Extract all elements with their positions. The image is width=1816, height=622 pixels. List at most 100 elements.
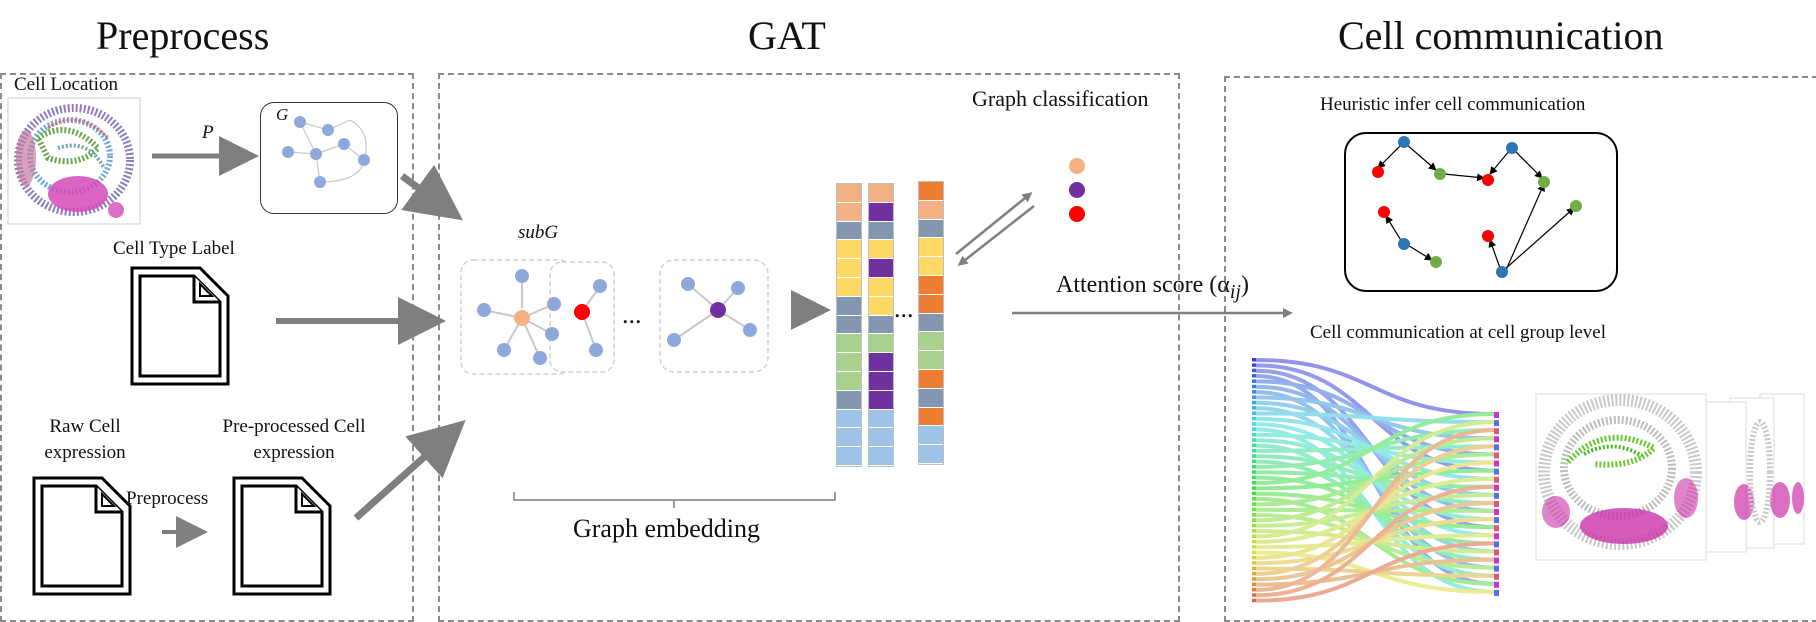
sankey-source-node: [1252, 379, 1256, 383]
embedding-cell: [837, 334, 861, 354]
sankey-target-node: [1494, 444, 1499, 451]
sankey-source-node: [1252, 422, 1256, 426]
embedding-cell: [919, 313, 943, 333]
graph-g-box: [260, 102, 398, 214]
attention-subscript: ij: [1229, 280, 1241, 303]
g-to-gat-arrow: [399, 164, 463, 221]
sankey-target-node: [1494, 484, 1499, 491]
embedding-cell: [837, 184, 861, 203]
embedding-cell: [869, 202, 893, 222]
sankey-source-node: [1252, 454, 1256, 458]
embedding-cell: [919, 257, 943, 276]
sankey-source-node: [1252, 475, 1256, 480]
sankey-source-node: [1252, 416, 1256, 421]
embedding-cell: [869, 428, 893, 448]
heuristic-network-box: [1344, 132, 1618, 292]
embedding-cell: [919, 407, 943, 427]
sankey-source-node: [1252, 358, 1256, 362]
embedding-ellipsis: ...: [894, 294, 914, 323]
sankey-flow: [1255, 541, 1495, 603]
graph-g: [282, 116, 370, 188]
sankey-target-node: [1494, 412, 1499, 418]
sankey-source-node: [1252, 566, 1256, 571]
embedding-cell: [919, 275, 943, 295]
embedding-cell: [919, 369, 943, 389]
attention-close: ): [1240, 272, 1249, 298]
sankey-source-node: [1252, 497, 1256, 501]
embedding-cell: [919, 388, 943, 408]
embedding-cell: [869, 447, 893, 466]
sankey-source-node: [1252, 406, 1256, 410]
sankey-source-node: [1252, 577, 1256, 581]
embedding-cell: [919, 238, 943, 258]
sankey-source-node: [1252, 539, 1256, 544]
sankey-source-node: [1252, 529, 1256, 533]
sankey-source-node: [1252, 587, 1256, 592]
sankey-source-node: [1252, 432, 1256, 437]
sankey-target-node: [1494, 468, 1499, 475]
sankey-flow: [1255, 412, 1495, 485]
sankey-source-node: [1252, 502, 1256, 506]
sankey-source-node: [1252, 427, 1256, 432]
embedding-cell: [919, 294, 943, 314]
graph-embedding-label: Graph embedding: [573, 514, 761, 543]
embedding-cell: [837, 353, 861, 372]
preprocessed-line2: expression: [253, 442, 335, 463]
preprocess-panel: [0, 73, 414, 622]
sankey-source-node: [1252, 395, 1256, 399]
embedding-cell: [837, 259, 861, 278]
sankey-source-node: [1252, 400, 1256, 405]
embedding-cell: [869, 371, 893, 391]
embedding-cell: [869, 315, 893, 335]
embedding-cell: [919, 445, 943, 464]
heuristic-network: [1372, 136, 1582, 278]
preprocessed-cell-expression-label: Pre-processed Cell expression: [206, 414, 382, 466]
preprocess-arrow-label: Preprocess: [126, 488, 209, 509]
embedding-cell: [869, 184, 893, 203]
embedding-cell: [869, 353, 893, 372]
sankey-target-node: [1494, 573, 1499, 580]
embedding-cell: [869, 390, 893, 410]
embedding-cell: [837, 296, 861, 316]
sankey-source-node: [1252, 464, 1256, 469]
sankey-source-node: [1252, 384, 1256, 389]
cell-location-label: Cell Location: [14, 74, 118, 95]
embedding-cell: [919, 332, 943, 352]
embedding-cell: [919, 219, 943, 239]
sankey-source-node: [1252, 593, 1256, 597]
sankey-flow: [1255, 420, 1495, 539]
g-symbol: G: [276, 105, 289, 124]
sankey-source-node: [1252, 598, 1256, 603]
sankey-target-node: [1494, 428, 1499, 435]
embedding-cell: [869, 277, 893, 297]
classification-dots: [1069, 158, 1085, 222]
embedding-cell: [919, 200, 943, 220]
cell-communication-title: Cell communication: [1338, 13, 1664, 58]
sankey-source-node: [1252, 582, 1256, 587]
graph-classification-label: Graph classification: [972, 86, 1149, 111]
embedding-cell: [837, 221, 861, 241]
sankey-source-node: [1252, 550, 1256, 555]
sankey-target-node: [1494, 565, 1499, 572]
sankey-source-node: [1252, 411, 1256, 415]
sankey-source-node: [1252, 363, 1256, 367]
attention-score-label: Attention score (αij): [1056, 272, 1249, 304]
sankey-target-node: [1494, 549, 1499, 556]
raw-cell-line2: expression: [44, 442, 126, 463]
sankey-source-node: [1252, 571, 1256, 576]
embedding-cell: [837, 428, 861, 448]
sankey-source-node: [1252, 491, 1256, 496]
sankey-source-node: [1252, 481, 1256, 485]
embedding-cell: [869, 296, 893, 316]
preprocessed-document-icon: [232, 476, 332, 596]
heuristic-label: Heuristic infer cell communication: [1320, 94, 1586, 115]
sankey-target-node: [1494, 460, 1499, 467]
sankey-target-node: [1494, 500, 1499, 507]
raw-cell-line1: Raw Cell: [49, 416, 121, 437]
embedding-cell: [837, 277, 861, 297]
embedding-cell: [837, 447, 861, 466]
sankey-source-node: [1252, 534, 1256, 538]
preprocess-title: Preprocess: [96, 13, 270, 58]
raw-expression-document-icon: [32, 476, 132, 596]
